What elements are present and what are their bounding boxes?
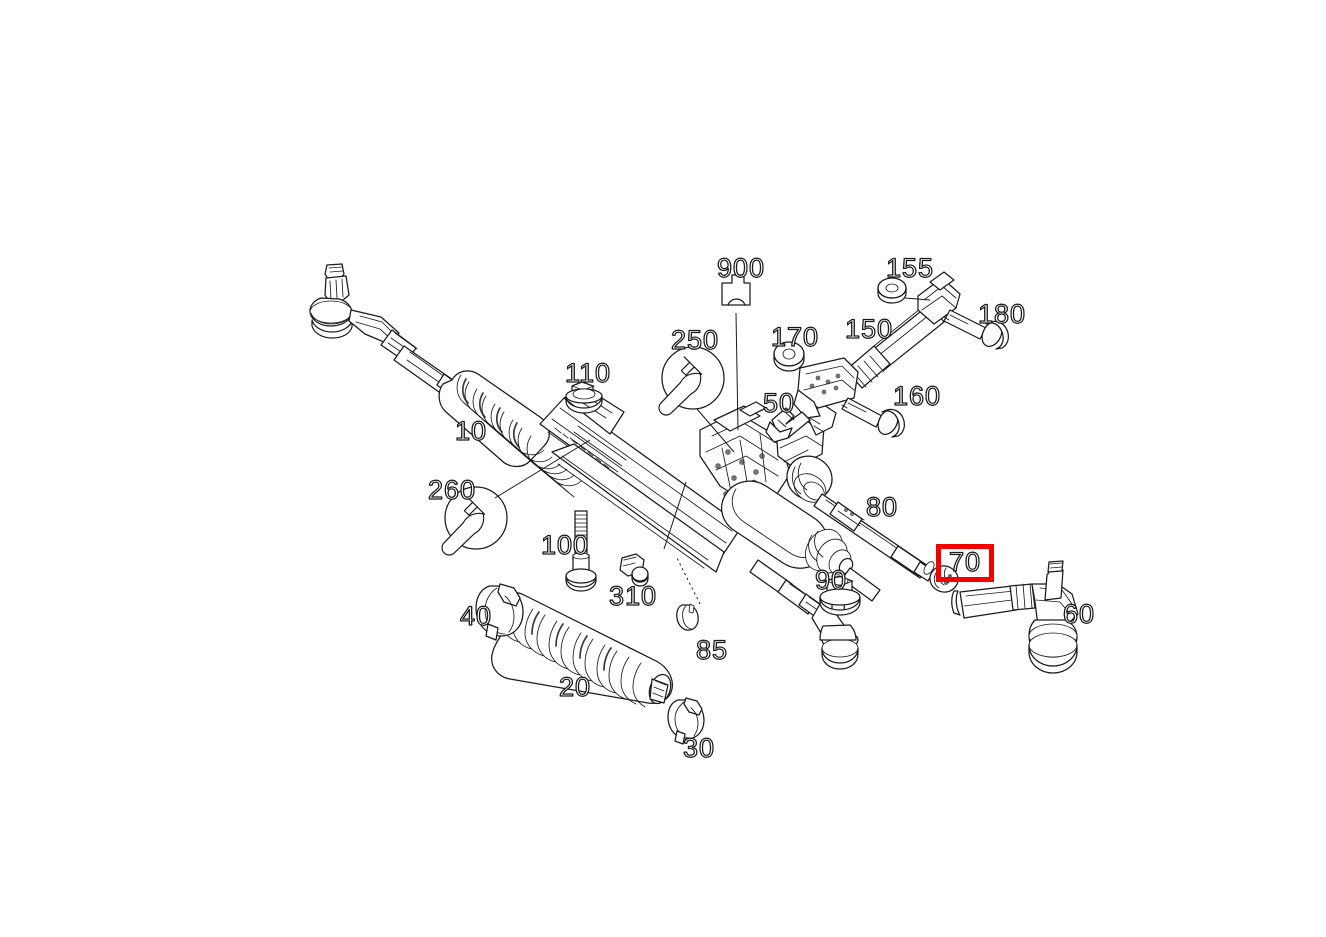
callout-label-30[interactable]: 30 <box>682 733 716 763</box>
hex-nut-110 <box>565 381 603 414</box>
callout-label-260[interactable]: 260 <box>427 475 477 505</box>
clamp-small-30 <box>667 697 705 745</box>
coupling-bolt-160 <box>841 397 905 438</box>
callout-label-160[interactable]: 160 <box>892 381 942 411</box>
callout-label-40[interactable]: 40 <box>459 601 493 631</box>
callout-label-150[interactable]: 150 <box>844 314 894 344</box>
callout-label-100[interactable]: 100 <box>540 530 590 560</box>
drain-plug-310 <box>619 553 649 587</box>
callout-label-20[interactable]: 20 <box>558 672 592 702</box>
installed-bellows-left <box>438 370 582 498</box>
symbol-marker-900 <box>721 274 751 306</box>
callout-label-110[interactable]: 110 <box>564 358 612 388</box>
retaining-clip-50 <box>765 407 811 443</box>
coupling-bolt-180 <box>943 309 1009 350</box>
washer-collar-155 <box>877 277 907 304</box>
clamp-large-40 <box>475 583 524 641</box>
washer-ring-170 <box>773 341 805 372</box>
steering-shaft-coupling <box>793 271 961 419</box>
leader-lines <box>494 297 931 605</box>
wrench-in-circle-250 <box>658 346 725 416</box>
right-outer-tie-rod-end <box>951 560 1079 674</box>
left-outer-tie-rod-assembly <box>309 263 463 399</box>
callout-label-10[interactable]: 10 <box>454 416 488 446</box>
callout-label-70[interactable]: 70 <box>948 547 982 577</box>
wrench-in-circle-260 <box>441 486 508 556</box>
callout-label-90[interactable]: 90 <box>814 565 848 595</box>
callout-label-60[interactable]: 60 <box>1062 599 1096 629</box>
steering-gear-housing <box>539 387 881 602</box>
inner-tie-rod-right <box>786 455 935 582</box>
callout-label-50[interactable]: 50 <box>762 388 796 418</box>
seal-ring-85 <box>676 603 699 631</box>
callout-label-180[interactable]: 180 <box>977 299 1027 329</box>
callout-label-80[interactable]: 80 <box>865 492 899 522</box>
mounting-bolt-100 <box>565 510 597 592</box>
callout-label-310[interactable]: 310 <box>608 581 658 611</box>
callout-label-250[interactable]: 250 <box>670 325 720 355</box>
callout-label-85[interactable]: 85 <box>695 635 729 665</box>
callout-label-900[interactable]: 900 <box>716 253 766 283</box>
callout-label-170[interactable]: 170 <box>770 322 820 352</box>
flange-nut-90 <box>819 575 861 616</box>
callout-label-155[interactable]: 155 <box>885 253 935 283</box>
